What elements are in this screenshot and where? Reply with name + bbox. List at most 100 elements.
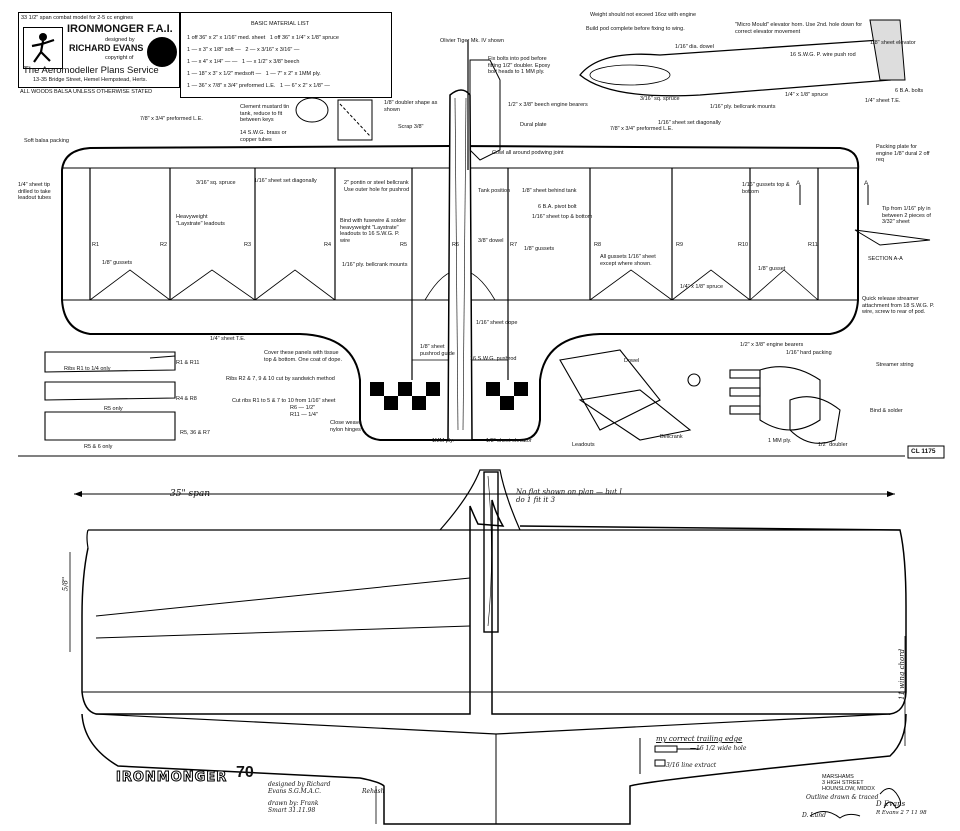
stamp-line2: 3 HIGH STREET [822, 780, 864, 786]
small-dim: Rehash [362, 788, 385, 795]
signed-date: R Evans 2 7 11 98 [876, 810, 927, 816]
material-cell: preformed L.E. [239, 83, 276, 89]
note-r11: R11 — 1/4" [290, 412, 318, 418]
note-beech-bearers: 1/2" x 3/8" beech engine bearers [508, 102, 588, 108]
note-ba-bolts: 6 B.A. bolts [895, 88, 924, 94]
material-cell: med. [238, 35, 251, 41]
diagonal-gussets [89, 269, 819, 361]
lower-designed-by: designed by Richard Evans S.G.M.A.C. [268, 781, 331, 795]
rib-label: R5 [400, 242, 408, 248]
rib-label: R9 [676, 242, 684, 248]
note-bind: Bind with fusewire & solder heavyweight … [340, 218, 407, 244]
model-name: IRONMONGER F.A.I. [67, 23, 173, 35]
note-ply-mounts2: 1/16" ply. bellcrank mounts [342, 262, 408, 268]
note-gussets-18b: 1/8" gussets [524, 246, 555, 252]
note-packing-plate: Packing plate for engine 1/8" dural 2 of… [876, 144, 930, 163]
material-cell: 1 — 6" x 2" x 1/8" [280, 83, 323, 89]
drawn-by: drawn by: Frank Smart 31.11.98 [268, 800, 319, 814]
note-tank: Clement mustard tin tank, reduce to fit … [240, 104, 290, 123]
material-cell: 1 — 36" x 7/8" x 3/4" [187, 83, 238, 89]
bottom-signature: D. Lund [802, 812, 826, 819]
note-scrap: Scrap 3/8" [398, 124, 424, 130]
note-quick-release: Quick release streamer attachment from 1… [862, 296, 935, 315]
material-cell: — [231, 59, 238, 65]
material-cell: ply. [312, 71, 321, 77]
material-cell: 1 off 36" x 2" x 1/16" [187, 35, 237, 41]
trailing-note: my correct trailing edge [656, 735, 743, 743]
note-r1-r11: R1 & R11 [176, 360, 200, 366]
material-rows: 1 off 36" x 2" x 1/16" med. sheet 1 off … [187, 35, 339, 95]
note-dowel: 1/16" dia. dowel [675, 44, 714, 50]
title-block: 33 1/2" span combat model for 2-5 cc eng… [18, 12, 180, 88]
note-weight: Weight should not exceed 16oz with engin… [590, 12, 696, 18]
tip-chord-label: 11 wing chord [898, 648, 906, 700]
rib-label: R2 [160, 242, 168, 248]
note-doubler: 1/8" doubler shape as shown [384, 100, 438, 113]
material-cell: 2 — x 3/16" x 3/16" [245, 47, 293, 53]
note-nylon: Close weave nylon hinges [330, 420, 362, 433]
note-section: SECTION A-A [868, 256, 903, 262]
note-sheet-diag: 1/16" sheet set diagonally [658, 120, 721, 126]
pod-outline [447, 89, 473, 441]
note-sq-spruce2: 3/16" sq. spruce [196, 180, 236, 186]
note-pushrod: 16 S.W.G. P. wire push rod [790, 52, 856, 58]
span-note: 33 1/2" span combat model for 2-5 cc eng… [21, 15, 134, 21]
note-cowl: Cowl all around podwing joint [492, 150, 564, 156]
material-cell: beech [284, 59, 300, 65]
note-leadouts: Heavyweight "Laystrate" leadouts [176, 214, 225, 227]
note-soft-packing: Soft balsa packing [24, 138, 69, 144]
logo-ironmonger: IRONMONGER [115, 770, 228, 786]
elevator-hinges [370, 382, 528, 410]
material-cell: spruce [322, 35, 339, 41]
material-cell: — [224, 59, 231, 65]
stamp-line3: HOUNSLOW, MIDDX [822, 786, 875, 792]
note-gussets-tb: 1/16" gussets top & bottom [742, 182, 790, 195]
publisher: The Aeromodeller Plans Service [23, 65, 159, 76]
material-cell: 1 — 7" x 2" x 1MM [265, 71, 312, 77]
material-cell: — [293, 47, 300, 53]
note-r5-only: R5 only [104, 406, 123, 412]
logo-70: 70 [236, 764, 254, 781]
publisher-address: 13-35 Bridge Street, Hemel Hempstead, He… [33, 77, 148, 83]
material-cell: — [255, 71, 262, 77]
detail2: 3/16 line extract [666, 762, 717, 769]
lower-wing-drawing [69, 469, 907, 825]
note-tip-ply: Tip from 1/16" ply in between 2 pieces o… [882, 206, 931, 225]
note-pod: Build pod complete before fixing to wing… [586, 26, 685, 32]
note-sheet-te: 1/4" sheet T.E. [865, 98, 901, 104]
material-cell: — [235, 47, 241, 53]
note-ply-1mm2: 1 MM ply. [768, 438, 792, 444]
note-micro-mould: "Micro Mould" elevator horn. Use 2nd. ho… [735, 22, 863, 35]
material-list-heading: BASIC MATERIAL LIST [251, 21, 310, 27]
note-sheet-diag2: 1/16" sheet set diagonally [254, 178, 317, 184]
wood-note: ALL WOODS BALSA UNLESS OTHERWISE STATED [20, 89, 153, 95]
material-cell: soft [224, 47, 234, 53]
material-cell: sheet [251, 35, 266, 41]
span-label: 35" span [170, 489, 210, 499]
note-spruce-top: 1/4" x 1/8" spruce [785, 92, 829, 98]
note-gussets-18: 1/8" gussets [102, 260, 133, 266]
note-ribs-r1-r4: Ribs R1 to 1/4 only [64, 366, 111, 372]
note-preformed-le: 7/8" x 3/4" preformed L.E. [610, 126, 673, 132]
note-brass: 14 S.W.G. brass or copper tubes [240, 130, 287, 143]
note-r5-r6-r7: R5, 36 & R7 [180, 430, 210, 436]
detail1: —16 1/2 wide hole [690, 745, 747, 752]
rib-label: R8 [594, 242, 602, 248]
rib-label: R3 [244, 242, 252, 248]
note-ply-mounts: 1/16" ply. bellcrank mounts [710, 104, 776, 110]
signature: D Evans [876, 800, 906, 808]
material-cell: 1 — x 3" x 1/8" [187, 47, 224, 53]
note-ply-1mm: 1MM ply. [432, 438, 454, 444]
cl-box [907, 445, 945, 459]
note-sq-spruce: 3/16" sq. spruce [640, 96, 680, 102]
section-a-left: A [796, 180, 801, 187]
note-r5-6: R5 & 6 only [84, 444, 113, 450]
material-cell: 1 — 18" x 3" x 1/2" [187, 71, 233, 77]
designed-by-label: designed by [105, 37, 135, 43]
note-dowel2: Dowel [624, 358, 640, 364]
note-dural: Dural plate [520, 122, 547, 128]
note-sheet-tip: 1/4" sheet tip drilled to take leadout t… [18, 182, 52, 201]
material-cell: 1 off 36" x 1/4" x 1/8" [269, 35, 321, 41]
parts-sketches [559, 349, 841, 444]
note-r6: R6 — 1/2" [290, 405, 316, 411]
